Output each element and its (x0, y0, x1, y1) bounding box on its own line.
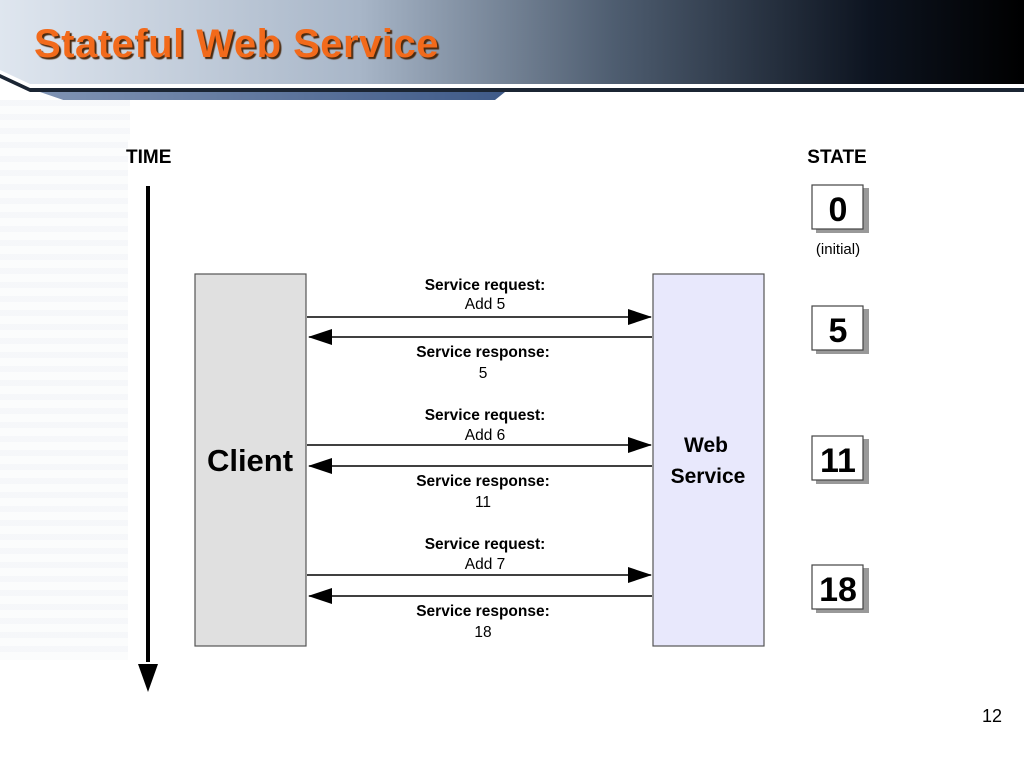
request-value: Add 6 (465, 427, 506, 444)
client-box (194, 273, 307, 647)
client-label: Client (207, 443, 293, 478)
request-title: Service request: (425, 277, 546, 294)
state-label: STATE (807, 147, 866, 168)
response-title: Service response: (416, 603, 550, 620)
request-title: Service request: (425, 407, 546, 424)
slide-header: Stateful Web Service (0, 0, 1024, 104)
state-box: 11 (811, 435, 869, 484)
state-box: 0 (811, 184, 869, 233)
response-value: 18 (474, 624, 491, 641)
response-value: 11 (475, 494, 491, 511)
request-title: Service request: (425, 536, 546, 553)
state-value: 18 (819, 571, 857, 609)
response-value: 5 (479, 365, 488, 382)
time-label: TIME (126, 147, 171, 168)
state-note: (initial) (816, 241, 860, 258)
request-value: Add 5 (465, 296, 506, 313)
time-arrow-head (138, 664, 158, 692)
state-value: 0 (829, 191, 848, 229)
page-number: 12 (981, 706, 1002, 726)
web-service-label-line1: Web (684, 434, 728, 457)
web-service-label-line2: Service (671, 465, 746, 488)
state-box: 18 (811, 564, 869, 613)
web-service-box (652, 273, 765, 647)
state-value: 11 (820, 442, 856, 480)
state-value: 5 (829, 312, 848, 350)
state-box: 5 (811, 305, 869, 354)
response-title: Service response: (416, 344, 550, 361)
request-value: Add 7 (465, 556, 506, 573)
response-title: Service response: (416, 473, 550, 490)
slide-title: Stateful Web Service (34, 22, 439, 66)
background-texture (0, 100, 130, 660)
